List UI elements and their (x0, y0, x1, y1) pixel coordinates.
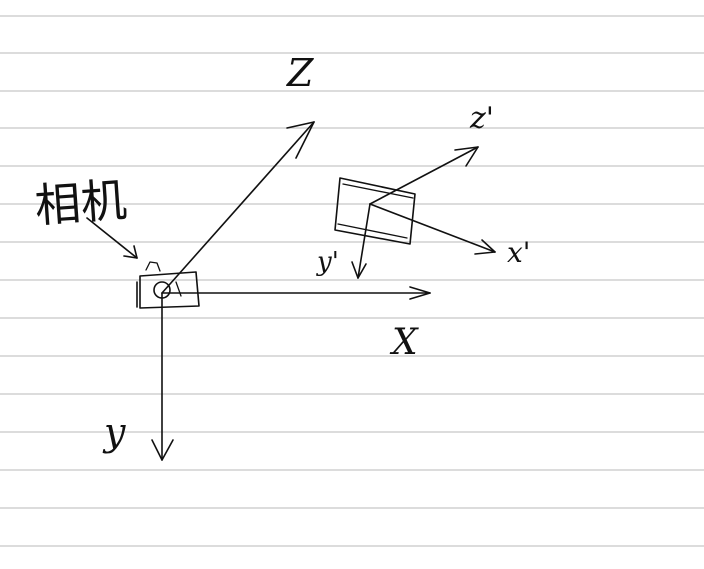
camera-x-axis (369, 203, 496, 255)
camera-z-axis (369, 146, 479, 205)
camera-icon (136, 261, 200, 309)
world-y-label: y (102, 410, 126, 454)
camera-y-label: y' (316, 247, 339, 277)
world-y-axis (151, 292, 174, 461)
camera-note-label: 相机 (33, 173, 129, 233)
ruled-lines (0, 15, 704, 547)
camera-z-label: z' (469, 101, 494, 136)
world-x-axis (161, 286, 431, 300)
camera-pointer-arrow (86, 217, 138, 259)
image-plane (334, 177, 416, 245)
camera-y-axis (351, 203, 371, 279)
world-x-label: X (389, 322, 419, 363)
camera-x-label: x' (507, 236, 531, 269)
world-z-label: Z (286, 51, 314, 95)
world-z-axis (161, 121, 315, 294)
